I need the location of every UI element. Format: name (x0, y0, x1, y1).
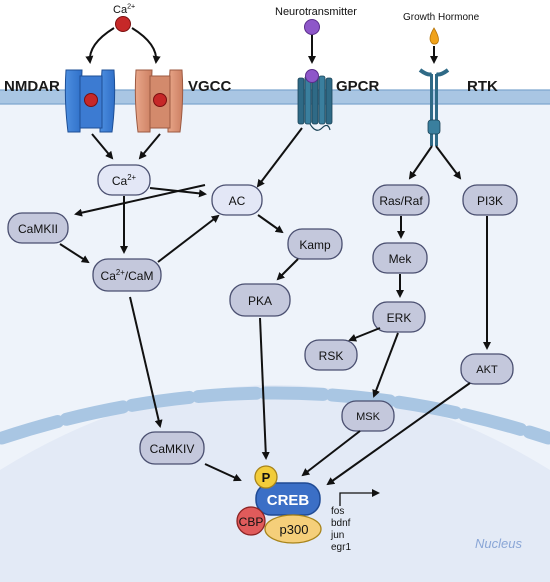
cbp-node (236, 506, 266, 536)
rtk-to-rasraf-arrow (408, 145, 433, 180)
p300-label: p300 (280, 522, 309, 537)
akt-to-creb-arrow (326, 382, 471, 486)
cacam-to-camkiv-arrow (129, 296, 163, 428)
rtk-label: RTK (467, 78, 498, 95)
svg-text:AC: AC (229, 194, 246, 208)
node-erk: ERK (372, 301, 426, 333)
vgcc-to-ca-arrow (138, 133, 161, 160)
node-ca-in: Ca2+ (97, 164, 151, 196)
svg-text:AKT: AKT (476, 364, 498, 376)
svg-text:PI3K: PI3K (477, 194, 503, 208)
node-rsk: RSK (304, 339, 358, 371)
node-mek: Mek (372, 242, 428, 274)
growth-hormone-label: Growth Hormone (403, 12, 480, 23)
gpcr-to-ac-arrow (256, 127, 303, 188)
msk-to-creb-arrow (301, 430, 361, 477)
svg-text:Ca2+: Ca2+ (112, 173, 137, 188)
node-camkiv: CaMKIV (139, 431, 205, 465)
gene-item: jun (330, 530, 344, 541)
camkiv-to-creb-arrow (204, 463, 242, 482)
cacam-to-ac-arrow (157, 214, 220, 263)
rtk-receptor (418, 68, 450, 146)
erk-to-msk-arrow (372, 332, 399, 398)
node-msk: MSK (341, 400, 395, 432)
svg-text:Ras/Raf: Ras/Raf (379, 194, 423, 208)
camkii-to-cacam-arrow (59, 243, 90, 264)
svg-text:PKA: PKA (248, 294, 272, 308)
neurotransmitter-ligand (304, 19, 320, 35)
node-ca-cam: Ca2+/CaM (92, 258, 162, 292)
ca-to-nmdar-arrow (85, 27, 115, 64)
calcium-ion (115, 16, 131, 32)
cbp-label: CBP (239, 515, 264, 529)
nmdar-label: NMDAR (4, 78, 60, 95)
vgcc-label: VGCC (188, 78, 232, 95)
node-kamp: Kamp (287, 228, 343, 260)
nmdar-channel (64, 69, 116, 133)
ca-to-vgcc-arrow (131, 27, 161, 64)
ac-to-kamp-arrow (257, 214, 284, 234)
svg-text:RSK: RSK (319, 349, 344, 363)
phospho-label: P (262, 470, 271, 485)
vgcc-channel (134, 69, 184, 133)
node-akt: AKT (460, 353, 514, 385)
svg-text:MSK: MSK (356, 411, 381, 423)
gpcr-label: GPCR (336, 78, 380, 95)
calcium-ion-label: Ca2+ (113, 3, 135, 16)
neurotransmitter-label: Neurotransmitter (275, 6, 357, 18)
svg-text:CaMKIV: CaMKIV (150, 442, 195, 456)
node-pka: PKA (229, 283, 291, 317)
gene-item: bdnf (331, 518, 351, 529)
svg-text:Ca2+/CaM: Ca2+/CaM (101, 268, 154, 283)
gene-item: egr1 (331, 542, 351, 553)
node-ras-raf: Ras/Raf (372, 184, 430, 216)
rtk-to-pi3k-arrow (435, 145, 462, 180)
creb-label: CREB (267, 492, 310, 509)
nmdar-to-ca-arrow (91, 133, 114, 160)
svg-text:CaMKII: CaMKII (18, 222, 58, 236)
target-genes-list: fos bdnf jun egr1 (330, 506, 351, 553)
erk-to-rsk-arrow (348, 327, 381, 342)
node-camkii: CaMKII (7, 212, 69, 244)
gpcr-receptor (297, 69, 333, 131)
p300-node (264, 514, 322, 544)
phospho-group (254, 465, 278, 489)
gene-item: fos (331, 506, 344, 517)
svg-text:Mek: Mek (389, 252, 413, 266)
pka-to-creb-arrow (259, 317, 270, 460)
growth-hormone-icon (429, 27, 439, 45)
nucleus-label: Nucleus (475, 536, 522, 551)
svg-text:Kamp: Kamp (299, 238, 331, 252)
svg-text:ERK: ERK (387, 311, 412, 325)
transcription-start-arrow (339, 489, 380, 506)
nuclear-envelope (0, 386, 550, 445)
node-pi3k: PI3K (462, 184, 518, 216)
node-ac: AC (211, 184, 263, 216)
ac-to-camkii-arrow (74, 184, 206, 217)
creb-complex: CREB P p300 CBP (236, 465, 322, 544)
kamp-to-pka-arrow (276, 258, 299, 281)
